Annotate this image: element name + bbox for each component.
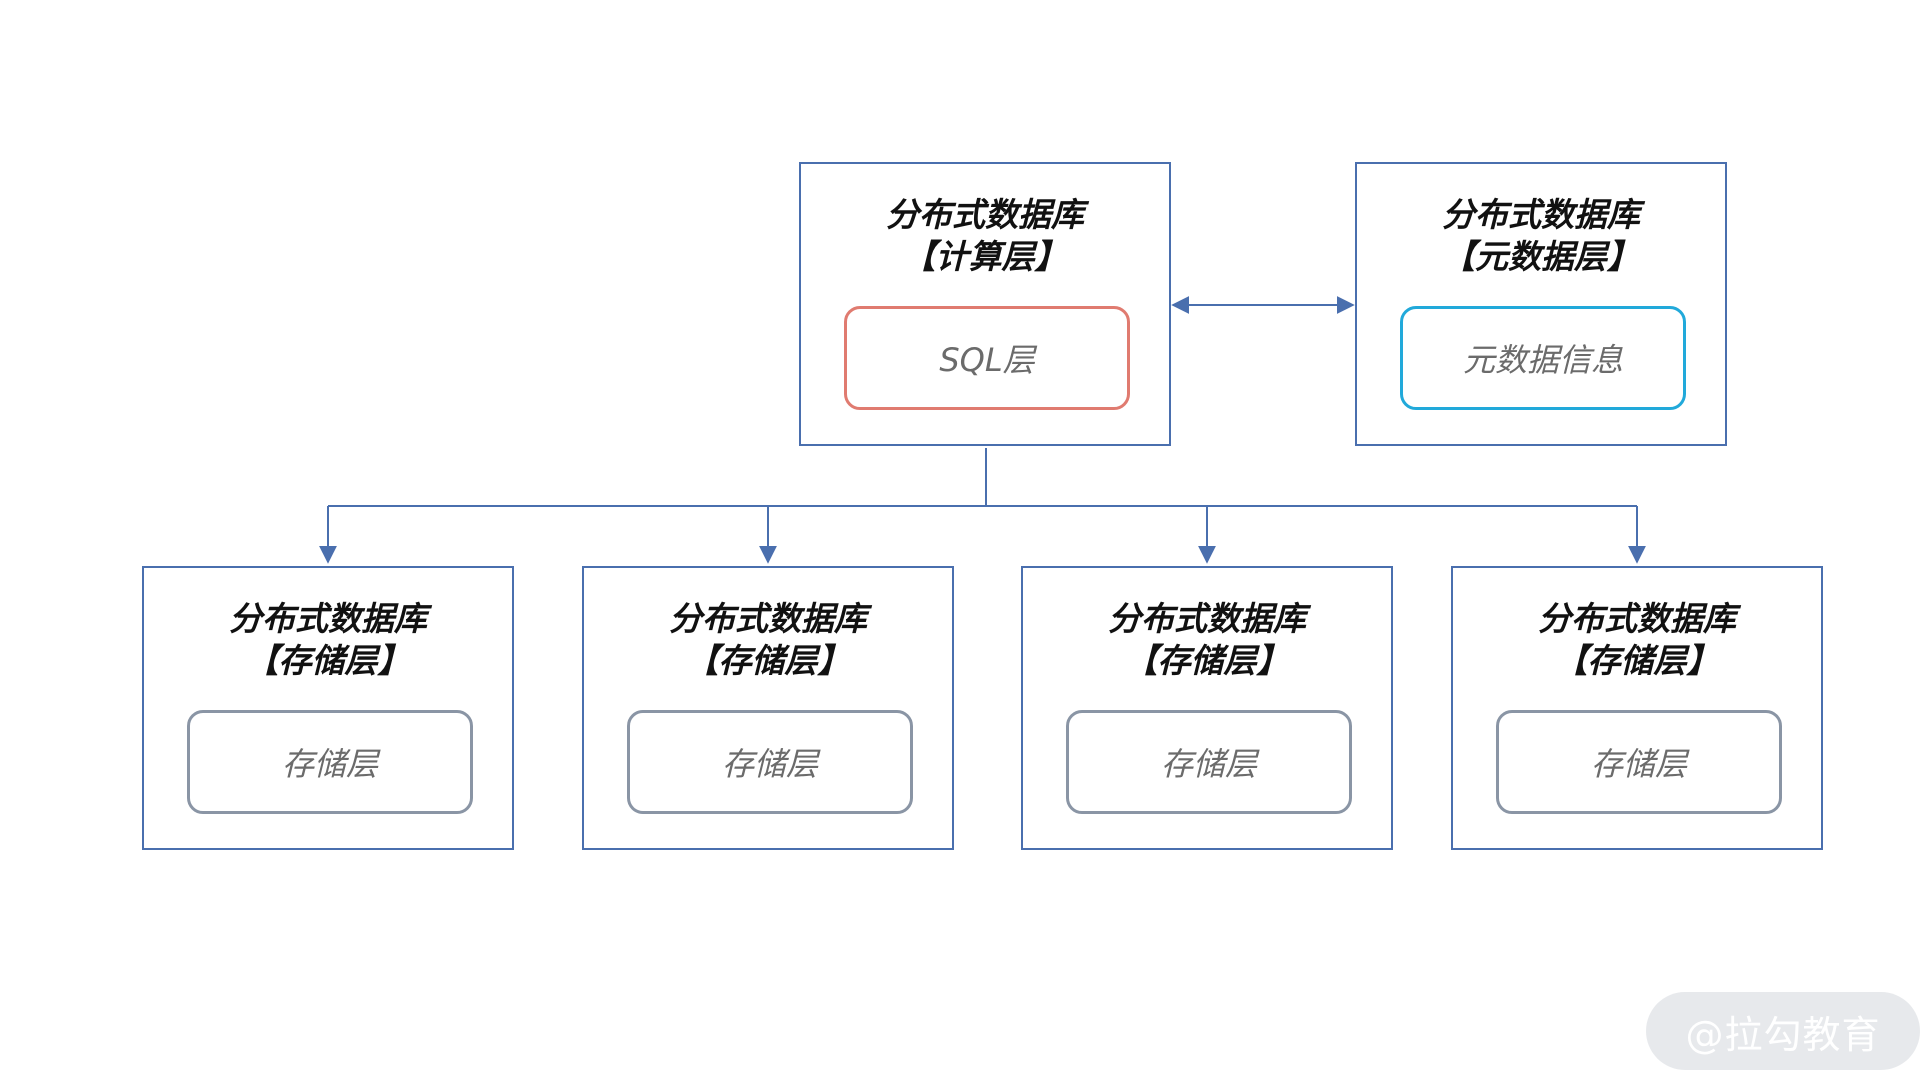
compute-title-line2: 【计算层】: [902, 237, 1068, 276]
storage-layer-node-4: 分布式数据库 【存储层】 存储层: [1451, 566, 1823, 850]
storage-layer-title: 分布式数据库 【存储层】: [1453, 598, 1821, 682]
storage-layer-node-1: 分布式数据库 【存储层】 存储层: [142, 566, 514, 850]
storage-title-line2: 【存储层】: [1124, 641, 1290, 680]
metadata-title-line1: 分布式数据库: [1442, 195, 1640, 234]
storage-layer-node-3: 分布式数据库 【存储层】 存储层: [1021, 566, 1393, 850]
storage-title-line1: 分布式数据库: [669, 599, 867, 638]
sql-layer-box: SQL层: [844, 306, 1130, 410]
metadata-title-line2: 【元数据层】: [1442, 237, 1640, 276]
storage-layer-box: 存储层: [627, 710, 913, 814]
storage-title-line2: 【存储层】: [1554, 641, 1720, 680]
compute-title-line1: 分布式数据库: [886, 195, 1084, 234]
storage-layer-title: 分布式数据库 【存储层】: [584, 598, 952, 682]
storage-title-line1: 分布式数据库: [1108, 599, 1306, 638]
storage-layer-box: 存储层: [187, 710, 473, 814]
storage-title-line1: 分布式数据库: [1538, 599, 1736, 638]
metadata-info-box: 元数据信息: [1400, 306, 1686, 410]
watermark-badge: @拉勾教育: [1646, 992, 1920, 1070]
storage-layer-node-2: 分布式数据库 【存储层】 存储层: [582, 566, 954, 850]
storage-title-line2: 【存储层】: [685, 641, 851, 680]
metadata-layer-title: 分布式数据库 【元数据层】: [1357, 194, 1725, 278]
storage-layer-box: 存储层: [1496, 710, 1782, 814]
storage-title-line2: 【存储层】: [245, 641, 411, 680]
storage-layer-title: 分布式数据库 【存储层】: [144, 598, 512, 682]
storage-layer-title: 分布式数据库 【存储层】: [1023, 598, 1391, 682]
metadata-layer-node: 分布式数据库 【元数据层】 元数据信息: [1355, 162, 1727, 446]
storage-title-line1: 分布式数据库: [229, 599, 427, 638]
compute-layer-title: 分布式数据库 【计算层】: [801, 194, 1169, 278]
compute-layer-node: 分布式数据库 【计算层】 SQL层: [799, 162, 1171, 446]
storage-layer-box: 存储层: [1066, 710, 1352, 814]
